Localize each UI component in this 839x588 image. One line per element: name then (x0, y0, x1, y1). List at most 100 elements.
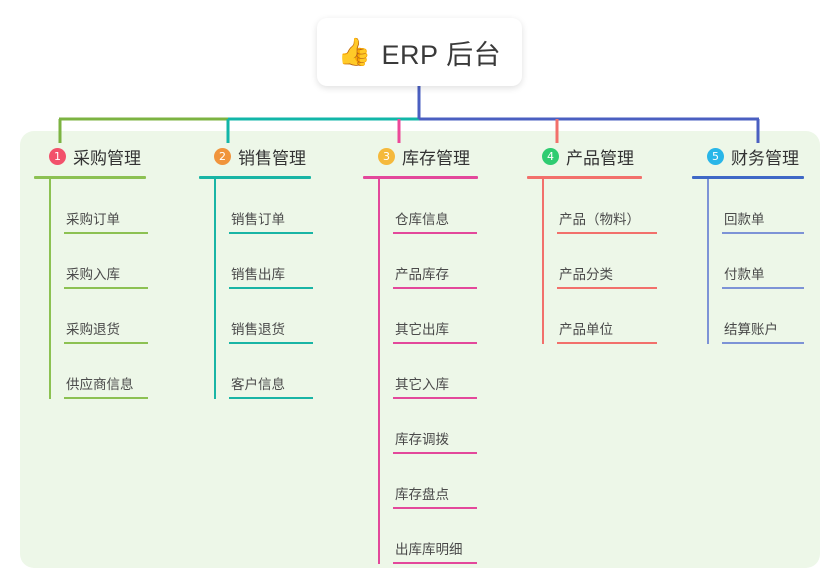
branch-item-label: 回款单 (724, 212, 765, 227)
branch-number-badge: 4 (542, 147, 559, 165)
branch-item-list-purchasing: 采购订单采购入库采购退货供应商信息 (34, 179, 186, 399)
branch-item-underline (722, 287, 804, 289)
diagram-background-panel (20, 131, 820, 568)
branch-item-label: 仓库信息 (395, 212, 449, 227)
branch-number-badge: 5 (707, 147, 724, 165)
branch-item-underline (229, 397, 313, 399)
branch-item-underline (557, 342, 657, 344)
branch-item-label: 其它入库 (395, 377, 449, 392)
branch-item[interactable]: 销售订单 (214, 179, 351, 234)
branch-column-sales: 2 销售管理销售订单销售出库销售退货客户信息 (199, 143, 351, 399)
branch-item-underline (557, 232, 657, 234)
branch-item[interactable]: 客户信息 (214, 344, 351, 399)
branch-item-underline (393, 342, 477, 344)
branch-spine-line (378, 179, 380, 564)
branch-item-label: 销售退货 (231, 322, 285, 337)
branch-item-underline (722, 232, 804, 234)
branch-item-label: 产品库存 (395, 267, 449, 282)
branch-title-label: 采购管理 (73, 148, 141, 168)
branch-title-label: 产品管理 (566, 148, 634, 168)
branch-item-label: 库存调拨 (395, 432, 449, 447)
branch-item-label: 采购订单 (66, 212, 120, 227)
branch-header-finance[interactable]: 5 财务管理 (692, 143, 820, 169)
branch-item-label: 客户信息 (231, 377, 285, 392)
branch-item-label: 产品分类 (559, 267, 613, 282)
branch-item-label: 其它出库 (395, 322, 449, 337)
branch-item-label: 销售订单 (231, 212, 285, 227)
branch-item[interactable]: 采购入库 (49, 234, 186, 289)
branch-item-label: 供应商信息 (66, 377, 134, 392)
branch-item[interactable]: 付款单 (707, 234, 820, 289)
branch-item-underline (64, 232, 148, 234)
branch-item[interactable]: 库存盘点 (378, 454, 515, 509)
branch-header-product[interactable]: 4 产品管理 (527, 143, 679, 169)
branch-underline (363, 176, 478, 179)
branch-item-label: 销售出库 (231, 267, 285, 282)
branch-title-label: 库存管理 (402, 148, 470, 168)
branch-item-underline (229, 342, 313, 344)
branch-item-underline (64, 287, 148, 289)
thumbs-up-icon: 👍 (337, 36, 372, 67)
branch-item[interactable]: 仓库信息 (378, 179, 515, 234)
branch-spine-line (707, 179, 709, 344)
branch-item-label: 产品（物料） (559, 212, 640, 227)
branch-item-underline (229, 287, 313, 289)
branch-item[interactable]: 出库库明细 (378, 509, 515, 564)
branch-item-list-product: 产品（物料） 产品分类产品单位 (527, 179, 679, 344)
branch-item-list-inventory: 仓库信息产品库存其它出库其它入库库存调拨库存盘点出库库明细 (363, 179, 515, 564)
branch-item[interactable]: 销售出库 (214, 234, 351, 289)
branch-item[interactable]: 其它出库 (378, 289, 515, 344)
branch-title-label: 销售管理 (238, 148, 306, 168)
root-node-erp-backend[interactable]: 👍 ERP 后台 (317, 18, 522, 86)
branch-spine-line (49, 179, 51, 399)
branch-item[interactable]: 库存调拨 (378, 399, 515, 454)
branch-number-badge: 2 (214, 147, 231, 165)
branch-item-list-sales: 销售订单销售出库销售退货客户信息 (199, 179, 351, 399)
branch-column-finance: 5 财务管理回款单付款单结算账户 (692, 143, 820, 344)
branch-item-label: 付款单 (724, 267, 765, 282)
branch-item-underline (722, 342, 804, 344)
branch-item-label: 结算账户 (724, 322, 778, 337)
branch-underline (199, 176, 311, 179)
branch-item[interactable]: 采购退货 (49, 289, 186, 344)
branch-item[interactable]: 其它入库 (378, 344, 515, 399)
branch-underline (527, 176, 642, 179)
branch-item-list-finance: 回款单付款单结算账户 (692, 179, 820, 344)
branch-spine-line (214, 179, 216, 399)
branch-number-badge: 1 (49, 147, 66, 165)
branch-item-underline (557, 287, 657, 289)
branch-item[interactable]: 销售退货 (214, 289, 351, 344)
branch-item-label: 产品单位 (559, 322, 613, 337)
branch-item-underline (64, 342, 148, 344)
branch-item[interactable]: 产品（物料） (542, 179, 679, 234)
branch-item[interactable]: 结算账户 (707, 289, 820, 344)
branch-item-underline (229, 232, 313, 234)
branch-underline (34, 176, 146, 179)
branch-item-underline (393, 507, 477, 509)
branch-item-label: 库存盘点 (395, 487, 449, 502)
branch-item-underline (393, 562, 477, 564)
branch-item-underline (393, 232, 477, 234)
branch-header-sales[interactable]: 2 销售管理 (199, 143, 351, 169)
branch-item[interactable]: 采购订单 (49, 179, 186, 234)
branch-item-underline (393, 397, 477, 399)
branch-item[interactable]: 回款单 (707, 179, 820, 234)
branch-item[interactable]: 供应商信息 (49, 344, 186, 399)
branch-spine-line (542, 179, 544, 344)
branch-item[interactable]: 产品单位 (542, 289, 679, 344)
branch-item-underline (64, 397, 148, 399)
branch-title-label: 财务管理 (731, 148, 799, 168)
root-node-label: ERP 后台 (381, 39, 502, 70)
branch-column-product: 4 产品管理产品（物料） 产品分类产品单位 (527, 143, 679, 344)
branch-item[interactable]: 产品分类 (542, 234, 679, 289)
branch-header-purchasing[interactable]: 1 采购管理 (34, 143, 186, 169)
branch-item-label: 采购退货 (66, 322, 120, 337)
branch-underline (692, 176, 804, 179)
branch-item-underline (393, 452, 477, 454)
branch-item-label: 采购入库 (66, 267, 120, 282)
branch-item[interactable]: 产品库存 (378, 234, 515, 289)
branch-item-label: 出库库明细 (395, 542, 463, 557)
